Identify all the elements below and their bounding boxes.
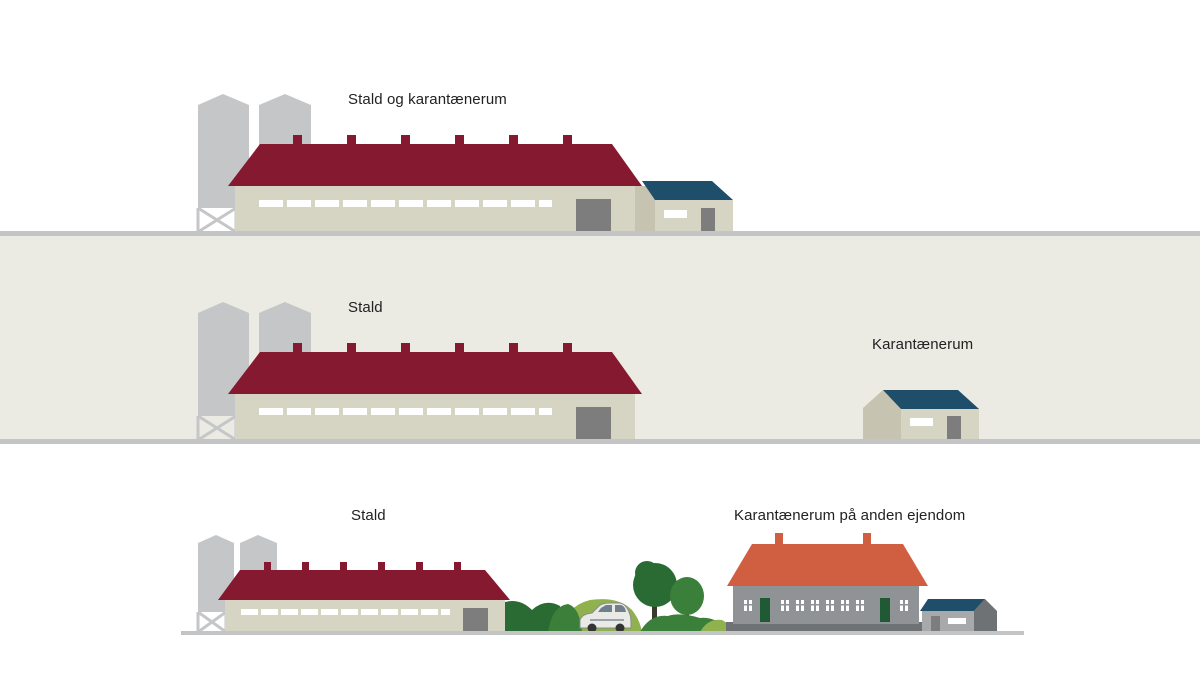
label-karantaenerum-anden-ejendom: Karantænerum på anden ejendom — [734, 507, 966, 524]
farmhouse — [726, 533, 928, 632]
label-stald-3: Stald — [351, 507, 386, 524]
label-stald-og-karantaenerum: Stald og karantænerum — [348, 91, 507, 108]
scenario-2 — [196, 302, 979, 442]
car — [579, 602, 632, 633]
ground-line-1 — [0, 231, 1200, 236]
attached-quarantine-room — [635, 181, 733, 232]
barn-2 — [228, 343, 642, 440]
label-stald-2: Stald — [348, 299, 383, 316]
label-karantaenerum: Karantænerum — [872, 336, 974, 353]
ground-line-3 — [181, 631, 1024, 635]
barn-1 — [228, 135, 642, 232]
barn-3 — [218, 562, 510, 632]
scenario-1 — [196, 94, 733, 234]
separate-quarantine-room — [863, 390, 979, 440]
remote-quarantine-room — [920, 599, 997, 632]
scenario-3 — [196, 533, 997, 634]
ground-line-2 — [0, 439, 1200, 444]
